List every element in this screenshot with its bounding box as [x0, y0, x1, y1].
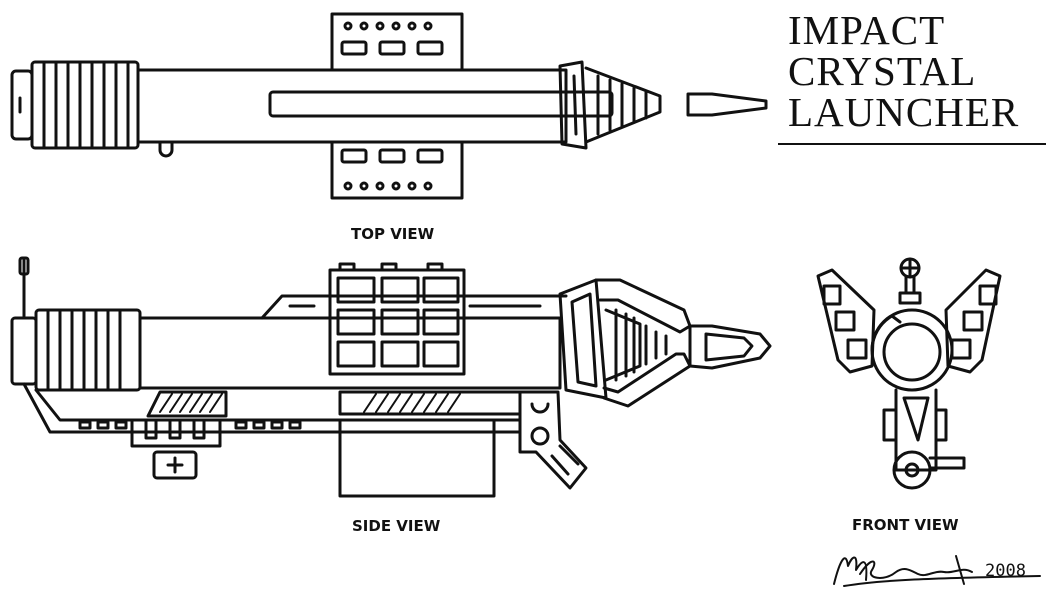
- top-view-muzzle-tip: [686, 92, 768, 117]
- front-view-barrel-inner: [882, 322, 942, 382]
- side-view-label: SIDE VIEW: [352, 517, 441, 535]
- front-view-drawing: [816, 257, 1002, 490]
- side-view-handle: [518, 390, 588, 490]
- side-view-crystal-magazine: [328, 268, 466, 376]
- side-view-lower-claw: [602, 352, 692, 408]
- front-view-left-wing: [816, 268, 876, 374]
- top-view-front-housing: [558, 60, 588, 150]
- top-view-upper-magazine-details: [340, 21, 444, 56]
- top-view-end-cap: [10, 69, 34, 141]
- side-view-hatched-rail: [146, 390, 228, 418]
- top-view-nozzle-coils: [596, 74, 648, 136]
- top-view-label: TOP VIEW: [351, 225, 435, 243]
- side-view-upper-claw: [594, 278, 692, 334]
- signature-graphic: [833, 555, 1041, 587]
- top-view-drawing: [10, 12, 768, 200]
- side-view-grip: [34, 308, 142, 392]
- front-view-trigger: [928, 456, 966, 470]
- title-underline: [778, 143, 1046, 145]
- title-line-1: IMPACT: [788, 7, 946, 53]
- front-view-grip: [894, 388, 938, 472]
- side-view-sight-box: [152, 450, 198, 480]
- side-view-drawing: [10, 256, 772, 498]
- side-view-strut-slots: [78, 420, 302, 430]
- title-line-3: LAUNCHER: [788, 89, 1020, 135]
- side-view-top-rail: [260, 294, 568, 320]
- side-view-end-cap: [10, 316, 38, 386]
- side-view-muzzle: [688, 324, 772, 370]
- top-view-slot: [268, 90, 614, 118]
- top-view-knob: [158, 140, 174, 158]
- top-view-lower-magazine-details: [340, 148, 444, 191]
- front-view-label: FRONT VIEW: [852, 516, 959, 534]
- top-view-lower-magazine: [330, 140, 464, 200]
- top-view-upper-magazine: [330, 12, 464, 72]
- side-view-magazine-cells: [336, 262, 460, 368]
- top-view-grip-ribs: [42, 60, 130, 150]
- side-view-battery-pack: [338, 418, 496, 498]
- side-view-grip-ribs: [46, 308, 122, 392]
- side-view-trigger-guard: [130, 418, 222, 448]
- side-view-body: [138, 316, 562, 390]
- side-view-nozzle-coils: [604, 308, 668, 382]
- top-view-grip: [30, 60, 140, 150]
- top-view-body: [136, 68, 568, 144]
- title-line-2: CRYSTAL: [788, 48, 977, 94]
- signature-year: 2008: [985, 561, 1026, 581]
